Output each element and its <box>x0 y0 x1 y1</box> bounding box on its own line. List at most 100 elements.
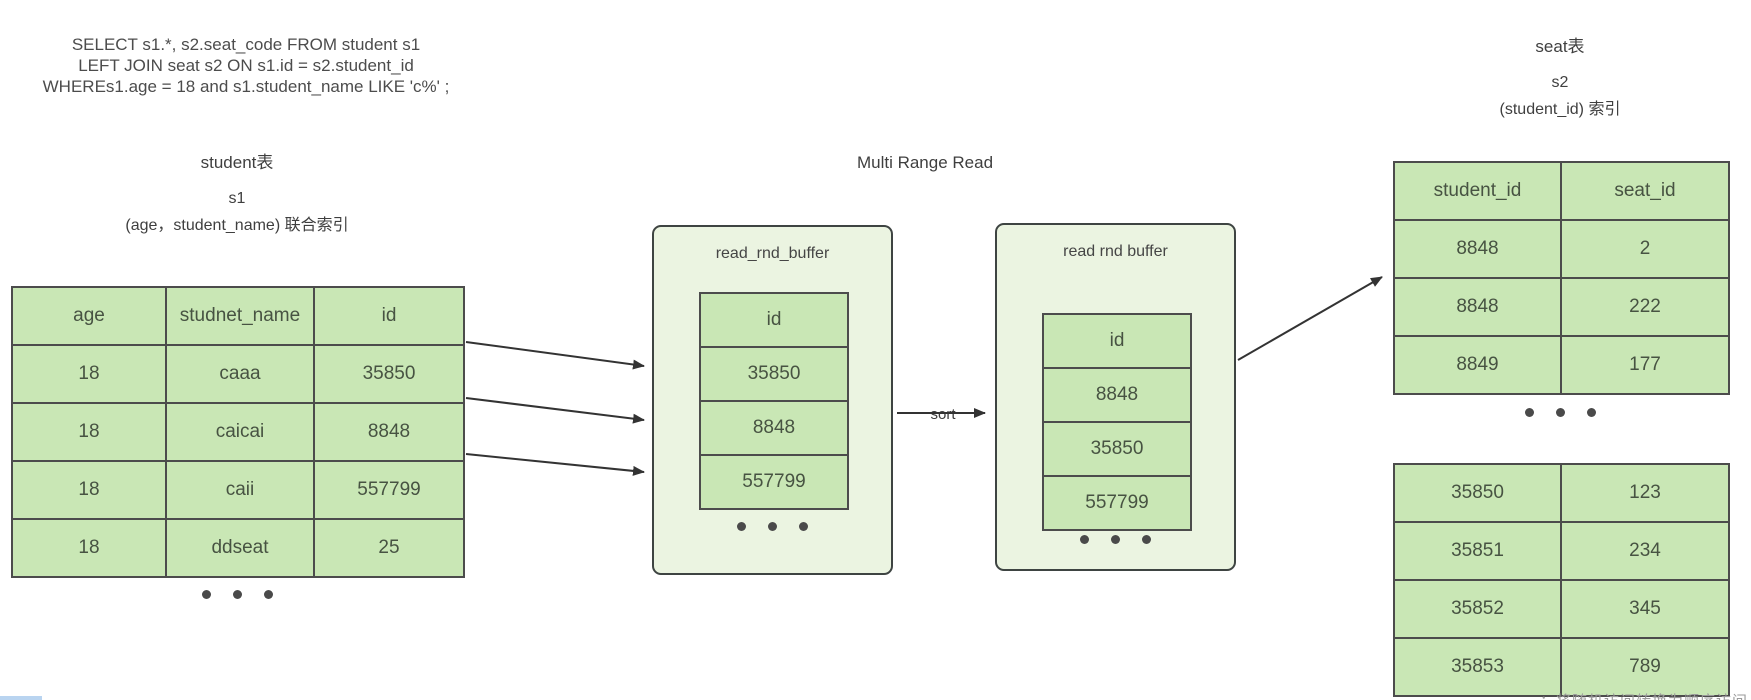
ellipsis-dot <box>201 590 211 599</box>
arrow-row2-to-buffer <box>465 397 645 424</box>
buffer-cell: 557799 <box>699 454 849 510</box>
sql-line-3: WHEREs1.age = 18 and s1.student_name LIK… <box>42 77 450 96</box>
header-cell: student_id <box>1393 161 1562 221</box>
table-cell: caii <box>165 460 315 520</box>
table-cell: 8848 <box>1393 277 1562 337</box>
mrr-title: Multi Range Read <box>856 153 994 172</box>
buffer-cell: 35850 <box>699 346 849 402</box>
table-row: 35850 <box>699 346 849 402</box>
arrow-row1-to-buffer <box>465 341 645 370</box>
table-cell: 123 <box>1560 463 1730 523</box>
ellipsis-dot <box>1080 535 1089 544</box>
table-cell: 35850 <box>313 344 465 404</box>
table-cell: 35850 <box>1393 463 1562 523</box>
buffer-cell: 8848 <box>699 400 849 456</box>
table-cell: 18 <box>11 460 167 520</box>
table-cell: 2 <box>1560 219 1730 279</box>
seat-ellipsis <box>1440 408 1680 417</box>
header-cell: age <box>11 286 167 346</box>
header-cell: studnet_name <box>165 286 315 346</box>
table-cell: 18 <box>11 402 167 462</box>
ellipsis-dot <box>1524 408 1534 417</box>
seat-table-labels: seat表 s2 (student_id) 索引 <box>1410 32 1710 119</box>
seat-alias: s2 <box>1551 74 1569 91</box>
table-row: 557799 <box>699 454 849 510</box>
buffer2-ellipsis <box>997 535 1234 544</box>
buffer1-ellipsis <box>654 522 891 531</box>
sql-line-1: SELECT s1.*, s2.seat_code FROM student s… <box>71 35 421 54</box>
table-row: 35850 <box>1042 421 1192 477</box>
table-cell: 8848 <box>1393 219 1562 279</box>
seat-table-title: seat表 <box>1535 37 1585 56</box>
table-row: 8848 <box>1042 367 1192 423</box>
table-cell: 222 <box>1560 277 1730 337</box>
buffer1-label: read_rnd_buffer <box>715 245 830 262</box>
buffer-cell: 8848 <box>1042 367 1192 423</box>
truncated-note: ：将随机访问转换为顺序访问 <box>1450 690 1748 700</box>
buffer1-header-cell: id <box>699 292 849 348</box>
table-cell: 18 <box>11 518 167 578</box>
table-cell: 789 <box>1560 637 1730 697</box>
arrow-buffer-to-seat <box>1237 276 1383 361</box>
table-cell: 35851 <box>1393 521 1562 581</box>
ellipsis-dot <box>768 522 777 531</box>
table-cell: caicai <box>165 402 315 462</box>
buffer1-header-row: id <box>699 292 849 348</box>
ellipsis-dot <box>232 590 242 599</box>
table-cell: 8849 <box>1393 335 1562 395</box>
table-cell: 234 <box>1560 521 1730 581</box>
table-cell: 25 <box>313 518 465 578</box>
header-cell: id <box>313 286 465 346</box>
ellipsis-dot <box>1586 408 1596 417</box>
sql-line-2: LEFT JOIN seat s2 ON s1.id = s2.student_… <box>78 56 414 75</box>
ellipsis-dot <box>263 590 273 599</box>
sql-query: SELECT s1.*, s2.seat_code FROM student s… <box>28 34 464 97</box>
table-cell: 557799 <box>313 460 465 520</box>
student-table-labels: student表 s1 (age，student_name) 联合索引 <box>87 148 387 235</box>
sort-label: sort <box>917 406 969 423</box>
buffer-cell: 35850 <box>1042 421 1192 477</box>
table-cell: 35853 <box>1393 637 1562 697</box>
table-cell: 8848 <box>313 402 465 462</box>
buffer-cell: 557799 <box>1042 475 1192 531</box>
ellipsis-dot <box>737 522 746 531</box>
ellipsis-dot <box>1142 535 1151 544</box>
buffer2-label: read rnd buffer <box>1063 243 1168 260</box>
table-cell: 35852 <box>1393 579 1562 639</box>
ellipsis-dot <box>799 522 808 531</box>
table-cell: 177 <box>1560 335 1730 395</box>
table-cell: caaa <box>165 344 315 404</box>
student-table-title: student表 <box>200 153 274 172</box>
table-cell: ddseat <box>165 518 315 578</box>
table-row: 8848 <box>699 400 849 456</box>
student-alias: s1 <box>228 190 246 207</box>
ellipsis-dot <box>1111 535 1120 544</box>
student-index-label: (age，student_name) 联合索引 <box>125 217 349 234</box>
table-cell: 18 <box>11 344 167 404</box>
header-cell: seat_id <box>1560 161 1730 221</box>
